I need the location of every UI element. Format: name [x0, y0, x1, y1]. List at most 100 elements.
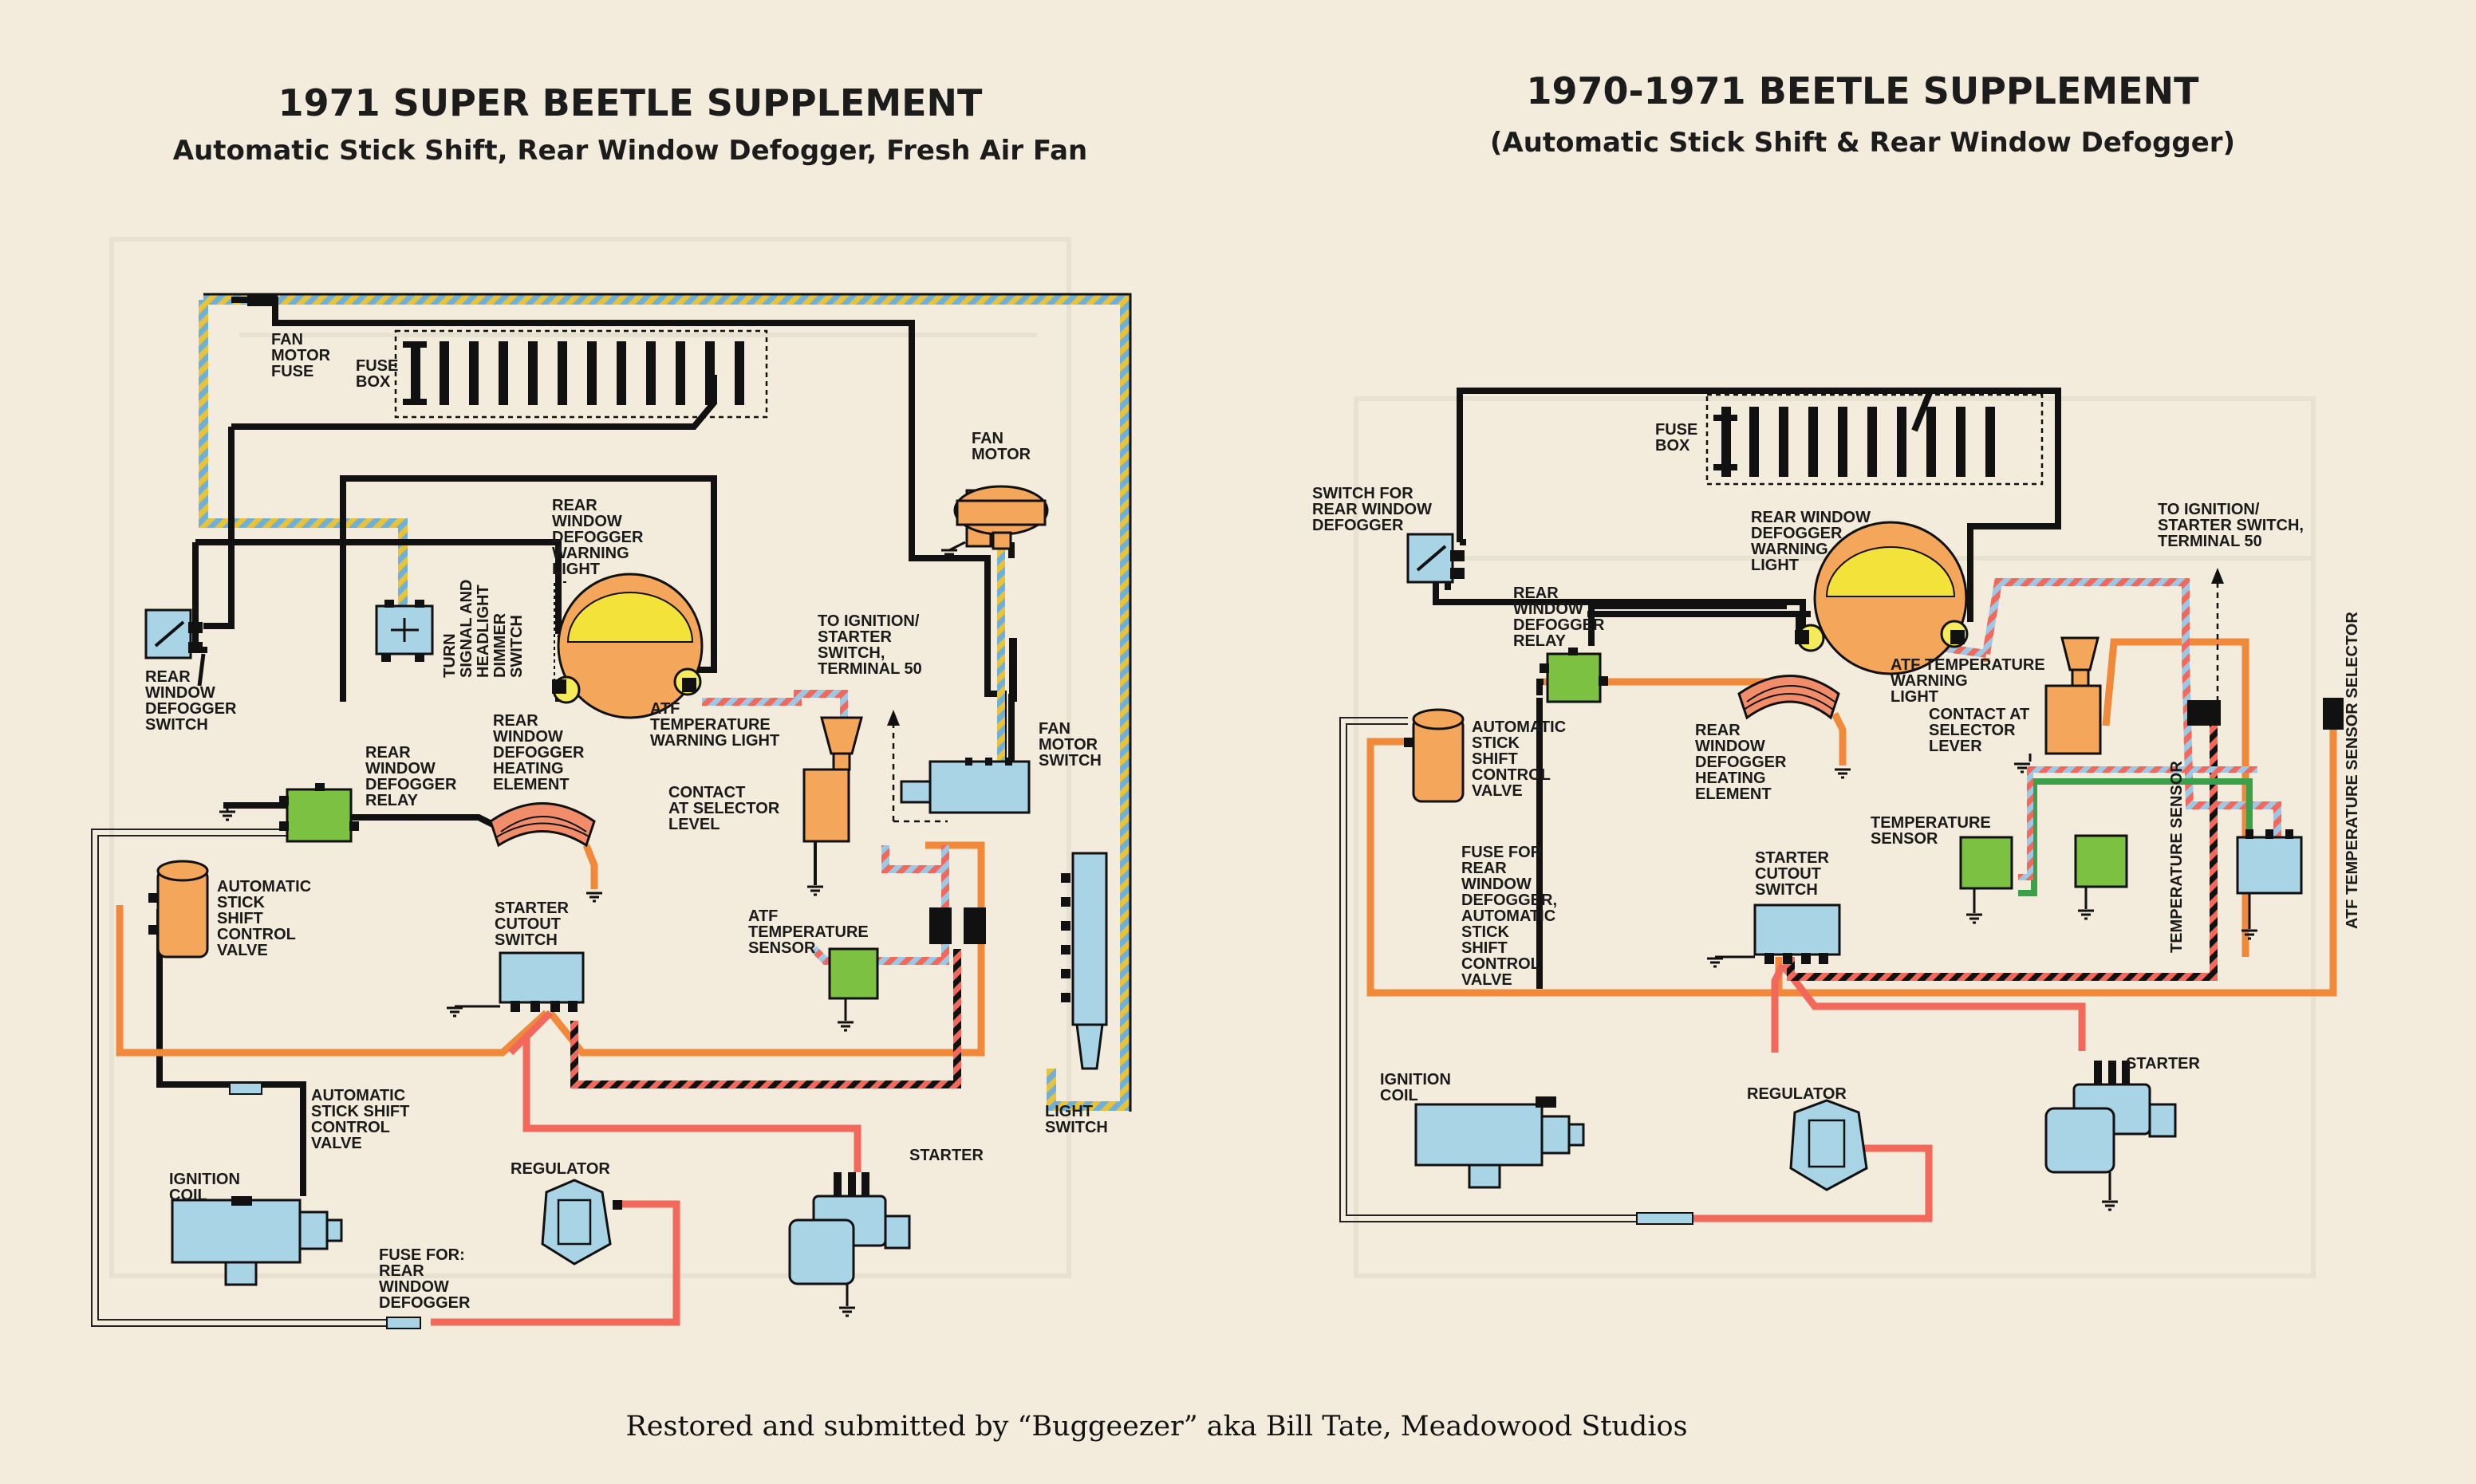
left-defogger-switch-label-line: REAR — [145, 668, 191, 686]
left-regulator — [541, 1179, 622, 1266]
left-atf-sensor-label-line: SENSOR — [748, 939, 816, 957]
left-starter-cutout-label-line: SWITCH — [495, 931, 558, 949]
right-starter-cutout-label-line: STARTER — [1755, 849, 1830, 867]
left-regulator-label-line: REGULATOR — [511, 1160, 610, 1178]
left-valve-bottom-label-line: CONTROL — [311, 1119, 390, 1136]
left-control-valve-label-line: VALVE — [217, 942, 268, 959]
right-title: 1970-1971 BEETLE SUPPLEMENT — [1527, 69, 2200, 112]
right-control-valve-label-line: AUTOMATIC — [1472, 718, 1566, 736]
left-relay-label-line: DEFOGGER — [365, 776, 457, 793]
left-warning-light-label-line: WARNING — [552, 545, 629, 562]
right-ignition-label-line: TO IGNITION/ — [2158, 501, 2260, 518]
right-starter-cutout-label-line: SWITCH — [1755, 881, 1818, 899]
left-valve-bottom-label-line: VALVE — [311, 1135, 362, 1152]
right-starter-cutout-switch — [1705, 903, 1841, 968]
left-fuse-for-label-line: FUSE FOR: — [379, 1246, 465, 1264]
right-fuse-box-label-line: FUSE — [1655, 421, 1697, 439]
right-fuse-for-label-line: REAR — [1461, 860, 1507, 877]
right-ignition-coil-label-line: IGNITION — [1380, 1071, 1451, 1088]
right-relay-label-line: WINDOW — [1513, 600, 1583, 618]
right-atf-sensor-selector-vertical-label: ATF TEMPERATURE SENSOR SELECTOR — [2344, 612, 2361, 929]
right-atf-light-label-line: LIGHT — [1891, 688, 1938, 706]
right-warning-light-label-line: REAR WINDOW — [1751, 509, 1871, 526]
right-regulator-label-line: REGULATOR — [1747, 1085, 1847, 1103]
right-switch-for-label-line: DEFOGGER — [1312, 517, 1404, 534]
left-atf-light-label-line: ATF — [650, 700, 680, 718]
left-ignition-label-line: TERMINAL 50 — [818, 660, 922, 678]
left-light-switch-label-line: SWITCH — [1045, 1119, 1108, 1136]
left-control-valve — [148, 860, 209, 958]
left-starter-label-line: STARTER — [909, 1147, 984, 1164]
right-defogger-fuse — [1636, 1212, 1693, 1225]
left-relay — [218, 783, 359, 843]
right-warning-light-label-line: LIGHT — [1751, 557, 1799, 574]
right-heating-label-line: ELEMENT — [1695, 785, 1772, 803]
left-ignition-coil-label-line: IGNITION — [169, 1171, 240, 1188]
right-control-valve-label-line: SHIFT — [1472, 750, 1518, 768]
left-connector-a — [929, 907, 952, 944]
left-valve-bottom-label-line: AUTOMATIC — [311, 1087, 405, 1104]
right-heating-label-line: REAR — [1695, 722, 1741, 739]
right-control-valve-label-line: CONTROL — [1472, 766, 1551, 784]
right-heating-element — [1737, 675, 1852, 779]
left-fuse-box-label-line: BOX — [356, 373, 391, 391]
right-subtitle: (Automatic Stick Shift & Rear Window Def… — [1490, 127, 2235, 159]
left-fuse-box-label-line: FUSE — [356, 357, 398, 375]
left-fan-motor-switch — [900, 758, 1031, 814]
fan-motor-fuse — [247, 295, 278, 306]
left-warning-light-label-line: REAR — [552, 497, 597, 514]
left-heating-label-line: REAR — [493, 712, 538, 730]
left-fan-motor — [940, 485, 1049, 560]
right-fuse-for-label-line: FUSE FOR — [1461, 844, 1543, 861]
left-turn-signal-switch — [375, 600, 434, 662]
right-atf-sensor-selector — [2236, 829, 2303, 940]
right-warning-light-label-line: WARNING — [1751, 541, 1828, 558]
left-fan-motor-fuse-label-line: MOTOR — [271, 347, 331, 364]
left-ignition-label-line: SWITCH, — [818, 644, 885, 662]
left-warning-light — [552, 573, 704, 719]
right-connector-b — [2323, 698, 2344, 730]
left-relay-label-line: WINDOW — [365, 760, 436, 777]
left-relay-label-line: RELAY — [365, 792, 419, 809]
left-warning-light-label-line: WINDOW — [552, 513, 622, 530]
left-control-valve-label-line: AUTOMATIC — [217, 878, 311, 896]
right-fuse-for-label-line: DEFOGGER, — [1461, 892, 1557, 909]
right-connector-a — [2187, 700, 2221, 726]
right-temperature-sensor-vertical-label: TEMPERATURE SENSOR — [2168, 761, 2186, 953]
left-turn-signal-label-line: SWITCH — [508, 615, 526, 678]
right-heating-label-line: WINDOW — [1695, 738, 1765, 755]
right-relay-label-line: RELAY — [1513, 632, 1567, 650]
right-control-valve — [1404, 708, 1465, 803]
left-heating-label-line: WINDOW — [493, 728, 563, 746]
left-contact-label-line: AT SELECTOR — [668, 800, 780, 817]
right-starter — [2044, 1061, 2177, 1211]
right-atf-light-label-line: WARNING — [1891, 672, 1968, 690]
left-control-valve-label-line: STICK — [217, 894, 266, 911]
left-defogger-switch-label-line: WINDOW — [145, 684, 215, 702]
right-fuse-for-label-line: CONTROL — [1461, 955, 1540, 973]
left-fan-motor-fuse-label-line: FAN — [271, 331, 303, 348]
right-fuse-box-label-line: BOX — [1655, 437, 1690, 455]
left-fuse-for-label-line: REAR — [379, 1262, 424, 1280]
left-contact-label-line: CONTACT — [668, 784, 745, 801]
right-warning-light — [1795, 521, 1969, 675]
left-control-valve-label-line: CONTROL — [217, 926, 296, 943]
left-starter-cutout-switch — [445, 951, 585, 1018]
left-defogger-switch-label-line: SWITCH — [145, 716, 208, 734]
right-fuse-for-label-line: WINDOW — [1461, 876, 1532, 893]
left-fan-motor-label-line: FAN — [972, 430, 1003, 447]
left-contact-label-line: LEVEL — [668, 816, 720, 833]
left-turn-signal-label-line: HEADLIGHT — [475, 585, 492, 678]
left-atf-light-label-line: TEMPERATURE — [650, 716, 771, 734]
left-warning-light-label-line: LIGHT — [552, 561, 600, 578]
left-turn-signal-label-line: DIMMER — [491, 612, 509, 678]
right-relay — [1540, 648, 1608, 703]
right-switch-for-label-line: SWITCH FOR — [1312, 485, 1413, 502]
left-light-switch — [1061, 852, 1108, 1070]
left-atf-sensor-label-line: TEMPERATURE — [748, 923, 869, 941]
right-fuse-box — [1705, 393, 2044, 486]
right-starter-label-line: STARTER — [2126, 1055, 2201, 1073]
left-valve-bottom-label-line: STICK SHIFT — [311, 1103, 409, 1120]
left-defogger-switch-label-line: DEFOGGER — [145, 700, 237, 718]
